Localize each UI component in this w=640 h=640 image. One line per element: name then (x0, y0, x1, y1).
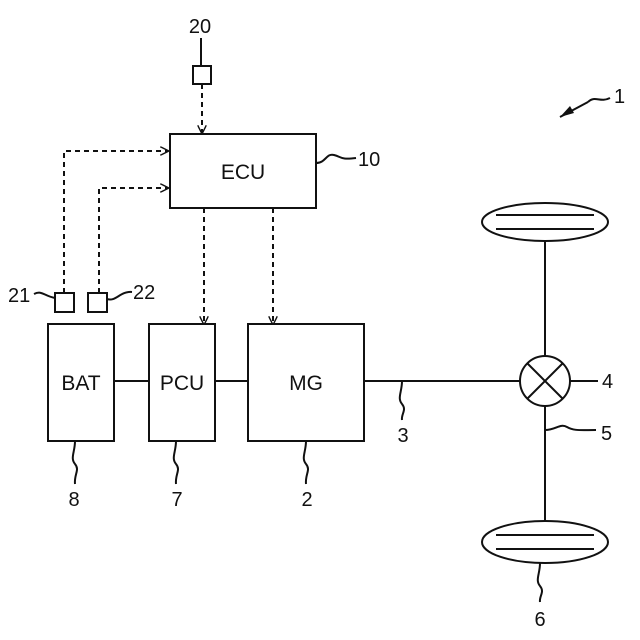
sensor-20-group: 20 (189, 16, 211, 133)
system-ref-label: 1 (614, 86, 625, 108)
wheel-upper-outer (482, 203, 608, 241)
pcu-group: PCU 7 (149, 324, 215, 511)
ecu-label: ECU (221, 161, 265, 184)
mg-ref-label: 2 (301, 489, 312, 511)
pcu-ref-leader (174, 441, 178, 484)
mg-label: MG (289, 372, 323, 395)
wheel-lower-outer (482, 521, 608, 563)
sensor-21-signal-line (64, 151, 168, 293)
wheel-upper (482, 203, 608, 241)
sensor-22-group: 22 (88, 188, 168, 312)
pcu-label: PCU (160, 372, 204, 395)
system-ref-wave (588, 98, 610, 102)
differential-ref-label: 4 (602, 371, 613, 393)
sensor-21-ref-label: 21 (8, 285, 30, 307)
wheel-lower: 6 (482, 521, 608, 631)
axle-ref-label: 5 (601, 423, 612, 445)
system-ref-group: 1 (560, 86, 625, 117)
sensor-20-ref-label: 20 (189, 16, 211, 38)
bat-label: BAT (61, 372, 100, 395)
wheel-ref-label: 6 (534, 609, 545, 631)
shaft-ref-label: 3 (397, 425, 408, 447)
sensor-22-signal-line (99, 188, 168, 293)
bat-ref-label: 8 (68, 489, 79, 511)
shaft-ref-leader (400, 381, 404, 420)
axle-ref-leader (545, 426, 596, 430)
system-ref-arrowhead (560, 106, 574, 117)
bat-ref-leader (73, 441, 77, 484)
ecu-group: ECU 10 (170, 134, 380, 208)
shaft-group: 3 (364, 381, 520, 447)
sensor-21-box (55, 293, 74, 312)
mg-ref-leader (304, 441, 308, 484)
differential-group: 4 (520, 356, 613, 406)
sensor-22-box (88, 293, 107, 312)
sensor-22-ref-leader (107, 292, 132, 300)
ecu-ref-leader (316, 155, 356, 163)
bat-group: BAT 8 (48, 324, 114, 511)
pcu-ref-label: 7 (171, 489, 182, 511)
ecu-ref-label: 10 (358, 149, 380, 171)
wheel-ref-leader (538, 563, 542, 602)
sensor-22-ref-label: 22 (133, 282, 155, 304)
sensor-21-ref-leader (34, 293, 55, 298)
mg-group: MG 2 (248, 324, 364, 511)
sensor-20-box (193, 66, 211, 84)
